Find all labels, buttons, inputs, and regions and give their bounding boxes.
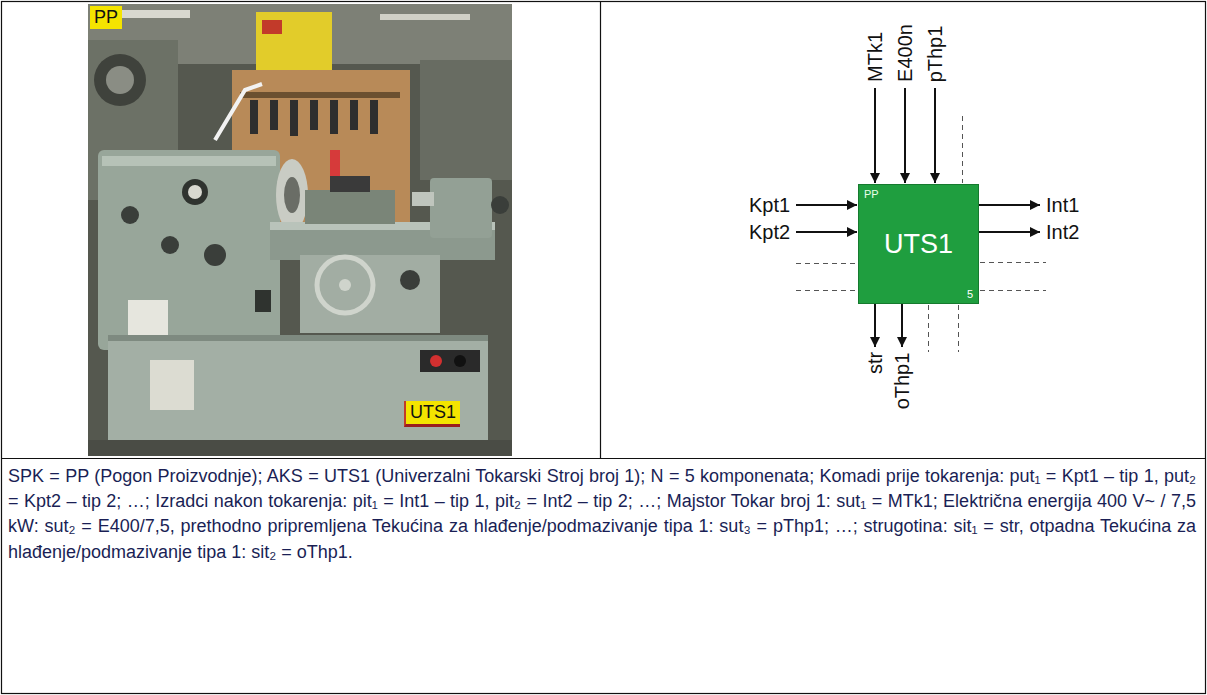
lathe-photo: [106, 66, 134, 94]
lathe-photo: [108, 335, 488, 453]
lathe-photo: [412, 192, 434, 206]
dashed-boundary: [796, 290, 857, 291]
lathe-photo: [88, 4, 512, 456]
lathe-photo: [420, 60, 512, 180]
lathe-photo: [330, 100, 338, 134]
dashed-boundary: [980, 262, 1046, 263]
flow-arrow: [979, 204, 1040, 206]
lathe-photo: [290, 100, 298, 136]
box-title: UTS1: [884, 229, 953, 260]
lathe-photo: [454, 355, 466, 367]
lathe-photo: [491, 196, 509, 214]
flow-label: MTk1: [864, 32, 886, 82]
flow-arrow: [934, 88, 936, 183]
lathe-photo: [255, 290, 271, 312]
lathe-photo: [150, 360, 194, 410]
lathe-photo: [128, 300, 168, 340]
flow-arrow: [796, 88, 1040, 347]
photo-tag: UTS1: [404, 401, 460, 427]
lathe-photo: [276, 159, 308, 231]
flow-arrow: [796, 231, 857, 233]
lathe-photo: [88, 440, 512, 456]
tag-text: PP: [94, 7, 118, 27]
dashed-boundary: [958, 305, 959, 352]
flow-label: str: [864, 352, 886, 374]
flow-arrow: [904, 88, 906, 183]
dashed-boundary: [796, 116, 1046, 352]
lathe-photo: [430, 178, 492, 238]
lathe-photo: [339, 279, 351, 291]
flow-arrow: [979, 231, 1040, 233]
flow-arrow: [901, 304, 903, 347]
lathe-photo: [88, 4, 512, 456]
flow-label: Int2: [1046, 221, 1079, 243]
lathe-photo: [380, 14, 470, 20]
lathe-photo: [400, 270, 420, 290]
lathe-photo: [98, 150, 280, 350]
lathe-photo: [204, 244, 226, 266]
lathe-photo: [350, 100, 358, 130]
function-box: PP UTS1 5: [858, 184, 979, 304]
lathe-photo: [108, 335, 488, 341]
lathe-photo: [240, 92, 400, 98]
dashed-boundary: [962, 116, 963, 183]
lathe-photo: [317, 257, 373, 313]
figure-caption: SPK = PP (Pogon Proizvodnje); AKS = UTS1…: [8, 464, 1196, 565]
flow-label: E400n: [894, 24, 916, 82]
flow-label: oThp1: [891, 352, 913, 409]
lathe-photo: [300, 255, 440, 333]
lathe-photo: [182, 179, 208, 205]
lathe-photo: [284, 177, 300, 213]
lathe-photo: [215, 84, 262, 140]
flow-arrow: [796, 204, 857, 206]
lathe-photo: [330, 176, 370, 192]
dashed-boundary: [980, 290, 1046, 291]
flow-label: Kpt1: [749, 194, 790, 216]
lathe-photo: [262, 20, 282, 34]
dashed-boundary: [796, 263, 857, 264]
lathe-photo: [188, 185, 202, 199]
corner-label: PP: [864, 188, 879, 200]
table-frame: [600, 2, 601, 459]
lathe-photo: [94, 54, 146, 106]
lathe-photo: [250, 100, 258, 134]
lathe-photo: [370, 100, 378, 134]
flow-arrow: [874, 88, 876, 183]
lathe-photo: [102, 156, 276, 166]
box-number: 5: [967, 288, 973, 300]
flow-arrow: [874, 304, 876, 347]
lathe-photo: [161, 236, 179, 254]
flow-label: pThp1: [924, 25, 946, 82]
lathe-photo: [310, 100, 318, 130]
lathe-photo: [430, 355, 442, 367]
table-frame: [2, 458, 1206, 459]
lathe-photo: [420, 350, 480, 372]
lathe-photo: [270, 100, 278, 130]
flow-label: Kpt2: [749, 221, 790, 243]
photo-tag: PP: [90, 6, 122, 29]
lathe-photo: [305, 190, 395, 224]
dashed-boundary: [928, 305, 929, 352]
lathe-photo: [120, 10, 190, 18]
flow-label: Int1: [1046, 194, 1079, 216]
lathe-photo: [121, 206, 139, 224]
tag-text: UTS1: [410, 402, 456, 422]
